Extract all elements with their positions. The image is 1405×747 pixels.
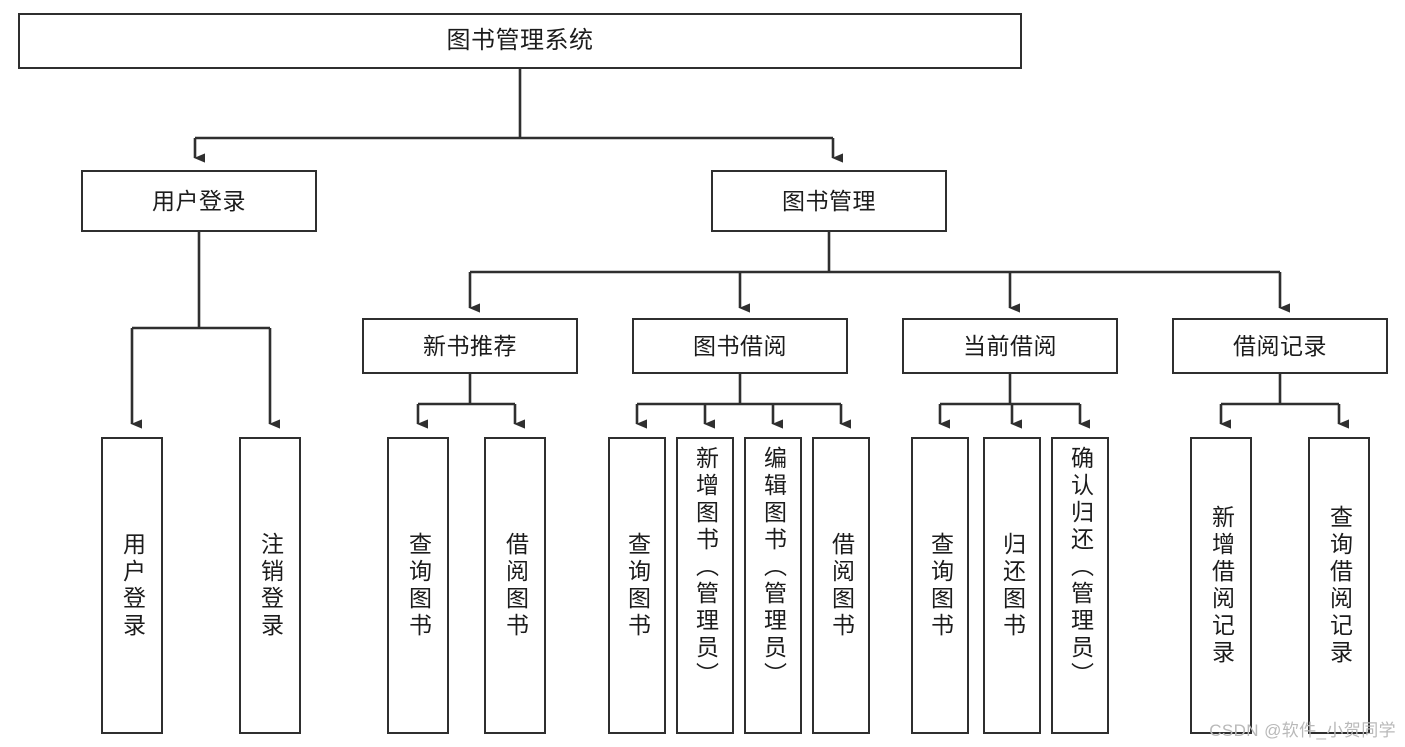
node-book-management-label: 图书管理: [782, 187, 876, 214]
node-new-book-recommend[interactable]: 新书推荐: [362, 318, 578, 374]
leaf-logout-label: 注销登录: [257, 531, 284, 640]
leaf-user-login-label: 用户登录: [119, 531, 146, 640]
leaf-query-book-recommend-label: 查询图书: [405, 531, 432, 640]
leaf-query-book-current-label: 查询图书: [927, 531, 954, 640]
leaf-edit-book-admin[interactable]: 编辑图书（管理员）: [744, 437, 802, 734]
leaf-add-book-admin-label: 新增图书（管理员）: [692, 446, 719, 689]
watermark: CSDN @软件_小贺同学: [1209, 721, 1396, 740]
leaf-query-borrow-record-label: 查询借阅记录: [1326, 504, 1353, 667]
leaf-query-book-borrow-label: 查询图书: [624, 531, 651, 640]
leaf-borrow-book[interactable]: 借阅图书: [812, 437, 870, 734]
leaf-query-book-borrow[interactable]: 查询图书: [608, 437, 666, 734]
leaf-confirm-return-admin-label: 确认归还（管理员）: [1067, 446, 1094, 689]
leaf-return-book-label: 归还图书: [999, 531, 1026, 640]
leaf-add-borrow-record-label: 新增借阅记录: [1208, 504, 1235, 667]
node-root-label: 图书管理系统: [446, 26, 594, 54]
leaf-confirm-return-admin[interactable]: 确认归还（管理员）: [1051, 437, 1109, 734]
node-root[interactable]: 图书管理系统: [18, 13, 1022, 69]
leaf-return-book[interactable]: 归还图书: [983, 437, 1041, 734]
node-current-borrow[interactable]: 当前借阅: [902, 318, 1118, 374]
leaf-borrow-book-label: 借阅图书: [828, 531, 855, 640]
node-user-login[interactable]: 用户登录: [81, 170, 317, 232]
leaf-add-borrow-record[interactable]: 新增借阅记录: [1190, 437, 1252, 734]
leaf-borrow-book-recommend-label: 借阅图书: [502, 531, 529, 640]
node-current-borrow-label: 当前借阅: [963, 332, 1057, 359]
leaf-query-book-recommend[interactable]: 查询图书: [387, 437, 449, 734]
leaf-user-login[interactable]: 用户登录: [101, 437, 163, 734]
node-book-borrow[interactable]: 图书借阅: [632, 318, 848, 374]
leaf-query-borrow-record[interactable]: 查询借阅记录: [1308, 437, 1370, 734]
node-book-management[interactable]: 图书管理: [711, 170, 947, 232]
leaf-edit-book-admin-label: 编辑图书（管理员）: [760, 446, 787, 689]
node-borrow-record-label: 借阅记录: [1233, 332, 1327, 359]
node-book-borrow-label: 图书借阅: [693, 332, 787, 359]
node-borrow-record[interactable]: 借阅记录: [1172, 318, 1388, 374]
leaf-add-book-admin[interactable]: 新增图书（管理员）: [676, 437, 734, 734]
leaf-query-book-current[interactable]: 查询图书: [911, 437, 969, 734]
leaf-logout[interactable]: 注销登录: [239, 437, 301, 734]
node-user-login-label: 用户登录: [152, 187, 246, 214]
node-new-book-recommend-label: 新书推荐: [423, 332, 517, 359]
leaf-borrow-book-recommend[interactable]: 借阅图书: [484, 437, 546, 734]
